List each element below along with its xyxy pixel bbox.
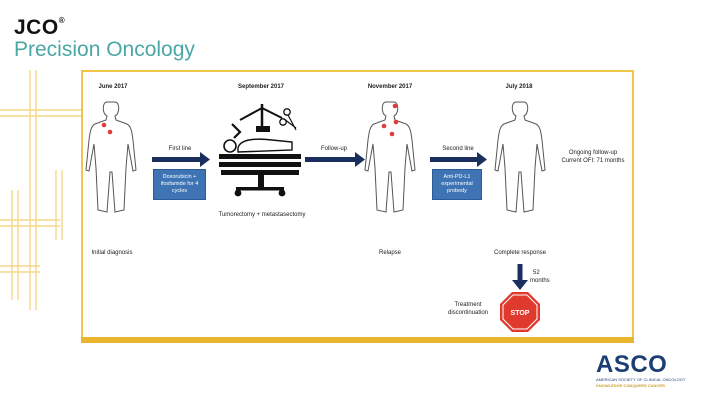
decorative-lines (0, 70, 86, 310)
tumor-dot (107, 129, 113, 135)
jco-logo: JCO® (14, 16, 65, 40)
date-september-2017: September 2017 (237, 84, 285, 90)
complete-response-caption: Complete response (493, 250, 547, 256)
months-number: 52 (533, 270, 540, 276)
asco-tagline: AMERICAN SOCIETY OF CLINICAL ONCOLOGY (596, 377, 686, 382)
second-line-treatment-box: Anti-PD-L1 experimental probody (432, 169, 482, 200)
asco-slogan: KNOWLEDGE CONQUERS CANCER (596, 383, 665, 388)
arrow-second-line (430, 152, 487, 167)
body-figure-june-2017 (85, 101, 137, 213)
tumor-dot (381, 123, 387, 129)
treatment-label: Treatment (454, 302, 482, 308)
tumor-dot (101, 122, 107, 128)
registered-mark: ® (58, 16, 66, 25)
relapse-caption: Relapse (378, 250, 401, 256)
follow-up-label: Follow-up (320, 146, 347, 152)
second-line-label: Second line (442, 146, 474, 152)
ongoing-follow-up-label: Ongoing follow-up (568, 150, 618, 156)
surgery-icon (219, 104, 301, 197)
tumor-dot (393, 119, 399, 125)
surgery-caption: Tumorectomy + metastasectomy (218, 212, 306, 218)
body-figure-july-2018 (494, 101, 546, 213)
months-unit: months (530, 278, 550, 284)
stop-sign-icon: STOP (500, 292, 540, 332)
precision-oncology-title: Precision Oncology (14, 38, 195, 61)
arrows (152, 152, 528, 290)
gold-bottom-bar (81, 337, 634, 343)
asco-logo: ASCO (596, 351, 668, 378)
current-ofi-label: Current OFI: 71 months (561, 158, 625, 164)
arrow-first-line (152, 152, 210, 167)
date-june-2017: June 2017 (98, 84, 128, 90)
tumor-dot (389, 131, 395, 137)
initial-diagnosis-caption: Initial diagnosis (91, 250, 133, 256)
first-line-treatment-box: Doxorubicin + ifosfamide for 4 cycles (153, 169, 206, 200)
stop-label: STOP (511, 310, 530, 317)
diagram-frame (81, 70, 634, 340)
body-figure-november-2017 (364, 101, 416, 213)
arrow-down (512, 264, 528, 290)
tumor-dot (392, 103, 398, 109)
first-line-label: First line (168, 146, 192, 152)
discontinuation-label: discontinuation (447, 310, 489, 316)
jco-text: JCO (14, 16, 59, 39)
tumor-dots (101, 103, 399, 137)
arrow-follow-up (305, 152, 365, 167)
date-july-2018: July 2018 (505, 84, 533, 90)
date-november-2017: November 2017 (367, 84, 413, 90)
